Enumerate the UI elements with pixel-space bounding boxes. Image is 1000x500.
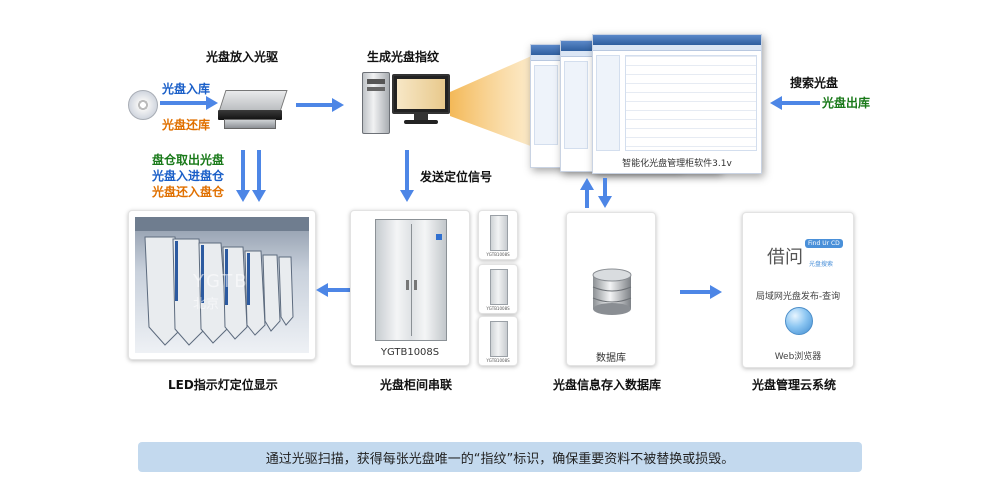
cabinet-model: YGTB1008S — [380, 347, 440, 358]
cloud-logo-text: 借问 — [767, 247, 803, 268]
arrow-cabinet-to-led — [316, 283, 358, 297]
arrow-out-to-software — [770, 96, 820, 110]
arrow-drive-down-2 — [252, 150, 266, 202]
cd-disc-icon — [128, 90, 158, 120]
footer-caption: 通过光驱扫描，获得每张光盘唯一的“指纹”标识，确保重要资料不被替换或损毁。 — [138, 442, 862, 472]
chained-cabinet-label: YGTB1008S — [486, 252, 510, 257]
fingerprint-light-beam — [450, 54, 536, 148]
disc-out-label: 光盘出库 — [822, 96, 871, 110]
monitor-image — [392, 74, 452, 124]
chained-cabinet-3: YGTB1008S — [478, 316, 518, 366]
computer-tower-image — [362, 72, 390, 134]
browser-label: Web浏览器 — [774, 352, 822, 362]
arrow-drive-to-pc — [296, 98, 344, 112]
arrow-db-to-cloud — [680, 285, 722, 299]
led-photo: YGTB 北京 — [135, 217, 309, 353]
cabinet-op-take-out: 盘仓取出光盘 — [152, 153, 225, 167]
database-label: 数据库 — [596, 353, 626, 364]
step-led: LED指示灯定位显示 — [168, 378, 278, 392]
step-send-signal: 发送定位信号 — [420, 170, 493, 184]
step-load-drive: 光盘放入光驱 — [206, 50, 279, 64]
step-search: 搜索光盘 — [790, 76, 839, 90]
chained-cabinet-1: YGTB1008S — [478, 210, 518, 260]
chained-cabinet-2: YGTB1008S — [478, 264, 518, 314]
cloud-desc: 局域网光盘发布-查询 — [755, 292, 841, 302]
arrow-db-up — [580, 178, 594, 208]
arrow-db-down — [598, 178, 612, 208]
step-cloud: 光盘管理云系统 — [752, 378, 837, 392]
arrow-pc-down — [400, 150, 414, 202]
browser-globe-icon — [785, 307, 813, 335]
step-cabinet-chain: 光盘柜间串联 — [380, 378, 453, 392]
disc-in-label: 光盘入库 — [162, 82, 211, 96]
database-card: 数据库 — [566, 212, 656, 366]
optical-drive-image — [218, 84, 288, 134]
chained-cabinet-label: YGTB1008S — [486, 358, 510, 363]
cabinet-op-put-in: 光盘入进盘仓 — [152, 169, 225, 183]
arrow-disc-in — [160, 96, 218, 110]
led-photo-frame: YGTB 北京 — [128, 210, 316, 360]
cloud-badge: Find Ur CD — [805, 239, 843, 248]
database-icon — [592, 268, 632, 315]
step-db-store: 光盘信息存入数据库 — [553, 378, 662, 392]
cabinet-op-return: 光盘还入盘仓 — [152, 185, 225, 199]
cabinet-image — [375, 219, 447, 341]
disc-return-label: 光盘还库 — [162, 118, 211, 132]
photo-watermark: YGTB — [193, 271, 249, 292]
arrow-drive-down-1 — [236, 150, 250, 202]
cabinet-card: YGTB1008S — [350, 210, 470, 366]
software-title: 智能化光盘管理柜软件3.1v — [622, 159, 732, 169]
cloud-app-card: 借问 Find Ur CD 光盘搜索 局域网光盘发布-查询 Web浏览器 — [742, 212, 854, 368]
chained-cabinet-label: YGTB1008S — [486, 306, 510, 311]
cloud-tagline: 光盘搜索 — [809, 261, 834, 268]
software-window-main: 智能化光盘管理柜软件3.1v — [592, 34, 762, 174]
step-fingerprint: 生成光盘指纹 — [367, 50, 440, 64]
photo-watermark-cn: 北京 — [193, 297, 220, 312]
